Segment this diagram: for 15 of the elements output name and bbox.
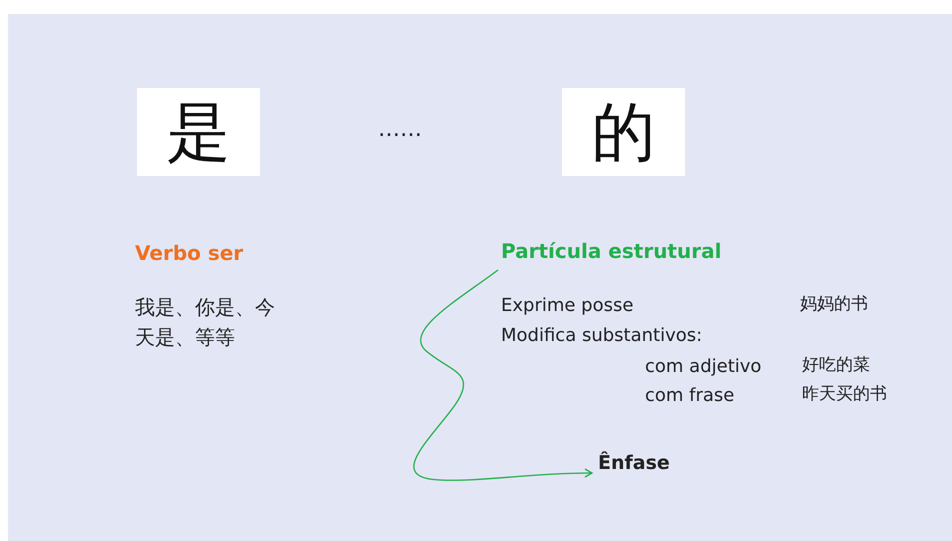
example-text: 我是、你是、今天是、等等 [135,294,276,351]
character-card: 的 [562,88,685,176]
example-text: 妈妈的书 [800,293,868,316]
ellipsis: …… [378,116,422,144]
description-text: Exprime posse [501,294,634,318]
description-text: com adjetivo [645,355,762,379]
example-text: 好吃的菜 [802,354,870,377]
heading: Ênfase [598,452,670,474]
heading: Partícula estrutural [501,239,722,263]
description-text: com frase [645,384,734,408]
example-text: 昨天买的书 [802,383,887,406]
curved-arrow [414,269,593,481]
heading: Verbo ser [135,240,244,267]
character-card: 是 [137,88,260,176]
description-text: Modifica substantivos: [501,324,702,348]
